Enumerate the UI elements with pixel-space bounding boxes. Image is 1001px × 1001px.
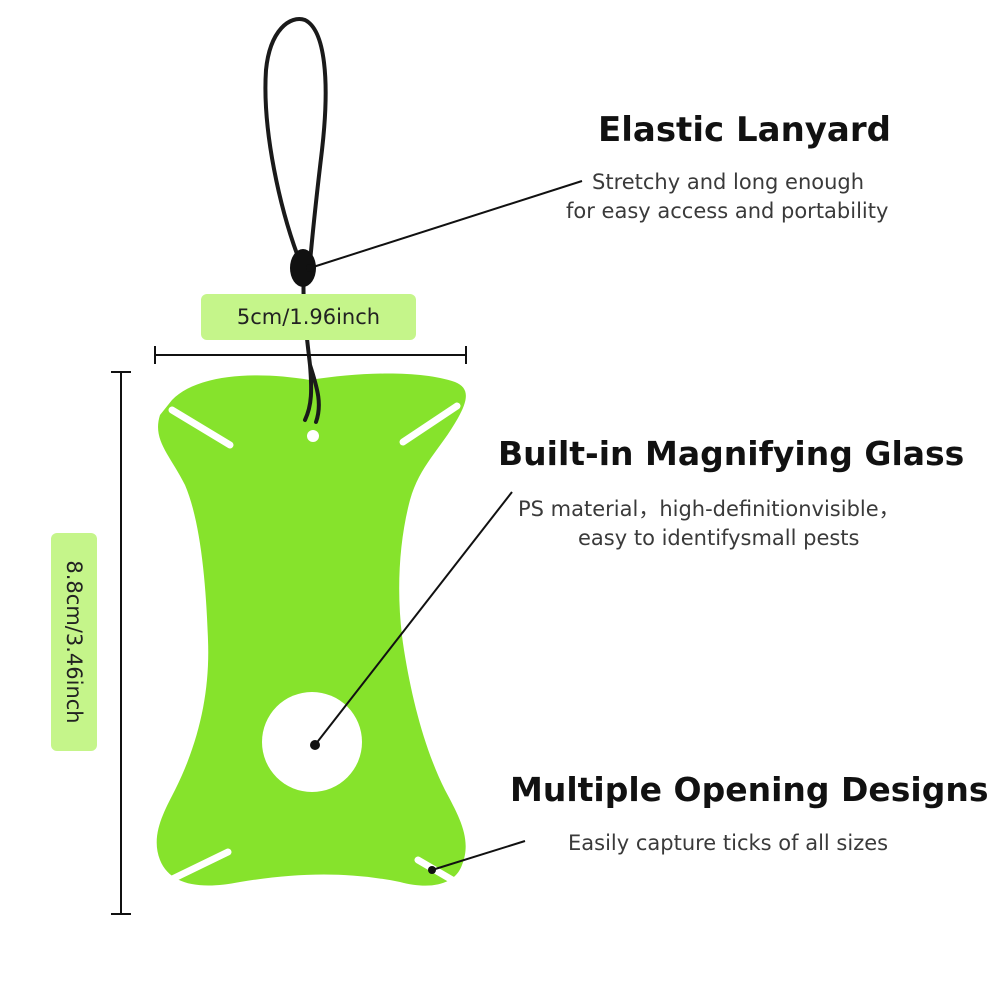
feature-title-magnifier: Built-in Magnifying Glass <box>498 434 965 473</box>
height-dimension-badge: 8.8cm/3.46inch <box>51 533 97 751</box>
feature-title-lanyard: Elastic Lanyard <box>598 110 891 150</box>
feature-desc-lanyard-line1: Stretchy and long enough <box>592 170 865 194</box>
callout-dot-lanyard <box>306 264 314 272</box>
feature-title-openings: Multiple Opening Designs <box>510 770 989 809</box>
opening-slot-top-left <box>168 406 234 449</box>
feature-desc-magnifier-line2: easy to identifysmall pests <box>578 526 860 550</box>
tick-remover-card <box>156 373 466 886</box>
lanyard-cord <box>263 17 328 424</box>
width-dimension-badge: 5cm/1.96inch <box>201 294 416 340</box>
callout-dot-opening <box>428 866 436 874</box>
opening-slot-bottom-left <box>156 848 232 889</box>
width-dimension-label: 5cm/1.96inch <box>236 305 381 329</box>
feature-desc-magnifier-line1: PS material，high-definitionvisible， <box>518 497 900 521</box>
callout-line-magnifier <box>314 491 513 746</box>
height-dimension-label: 8.8cm/3.46inch <box>62 560 86 724</box>
callout-dot-magnifier <box>310 740 320 750</box>
opening-slot-bottom-right <box>414 856 470 892</box>
callout-line-opening <box>431 840 526 871</box>
callout-line-lanyard <box>309 180 583 269</box>
opening-slot-top-right <box>399 402 461 446</box>
width-dimension-line <box>154 346 467 364</box>
lanyard-clamp <box>290 249 316 287</box>
lanyard-hole <box>307 430 319 442</box>
feature-desc-openings-line1: Easily capture ticks of all sizes <box>568 831 889 855</box>
height-dimension-line <box>111 371 131 915</box>
feature-desc-lanyard-line2: for easy access and portability <box>566 199 889 223</box>
